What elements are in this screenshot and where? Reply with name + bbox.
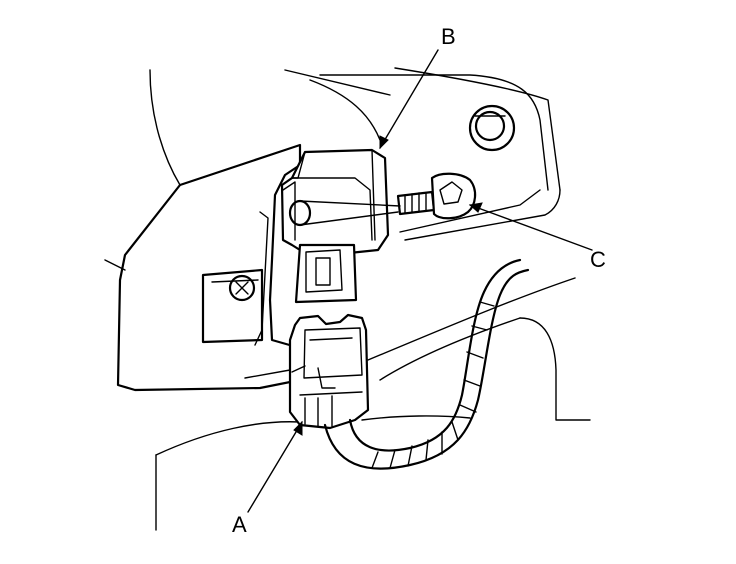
- knock-sensor-b: [280, 148, 401, 304]
- bolt-c: [396, 172, 477, 220]
- connector-a: [288, 313, 370, 430]
- label-c: C: [590, 247, 606, 272]
- label-a: A: [232, 512, 247, 537]
- mounting-bracket: [116, 143, 302, 392]
- bolt-head-icon: [468, 104, 516, 152]
- wiring-harness: [323, 258, 530, 470]
- engine-body-outline: [104, 67, 591, 531]
- leader-lines: [247, 49, 593, 513]
- label-b: B: [441, 24, 456, 49]
